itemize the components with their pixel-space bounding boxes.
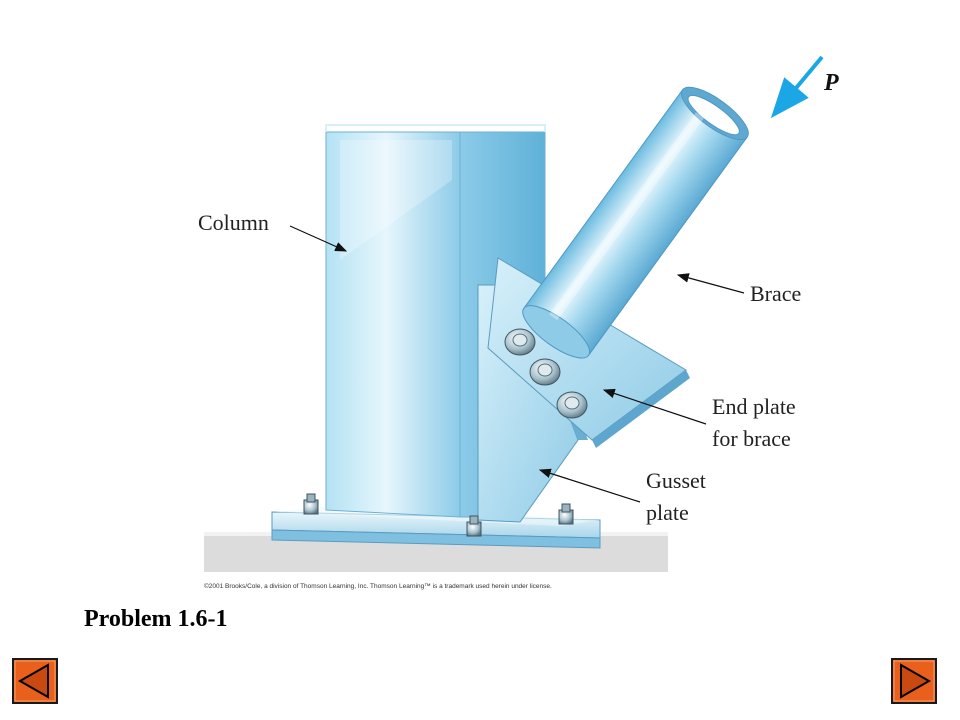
gusset-leader [538,468,641,503]
column-leader [289,225,348,252]
bolt-2 [529,358,561,386]
force-label: P [823,70,839,96]
previous-slide-button[interactable] [12,658,58,704]
anchor-bolts [303,493,574,537]
force-arrow [770,55,824,119]
brace-leader [676,273,745,294]
anchor-bolt-right [558,503,574,525]
left-triangle-icon [17,663,49,699]
problem-title: Problem 1.6-1 [84,606,228,632]
right-triangle-icon [900,663,932,699]
copyright-notice: ©2001 Brooks/Cole, a division of Thomson… [204,583,552,590]
gusset-label-line2: plate [646,500,689,525]
brace-label: Brace [750,281,801,306]
next-slide-button[interactable] [891,658,937,704]
end-plate-label-line2: for brace [712,426,791,451]
structural-connection-diagram: P Column Brace End plate for brace Gusse… [198,55,839,572]
column-label: Column [198,210,269,235]
end-plate-leader [602,388,707,425]
bolts [504,328,588,419]
bolt-3 [556,391,588,419]
anchor-bolt-left [303,493,319,515]
bolt-1 [504,328,536,356]
end-plate-label-line1: End plate [712,394,796,419]
column [325,124,546,518]
anchor-bolt-middle [466,515,482,537]
brace [522,86,749,359]
gusset-label-line1: Gusset [646,468,706,493]
